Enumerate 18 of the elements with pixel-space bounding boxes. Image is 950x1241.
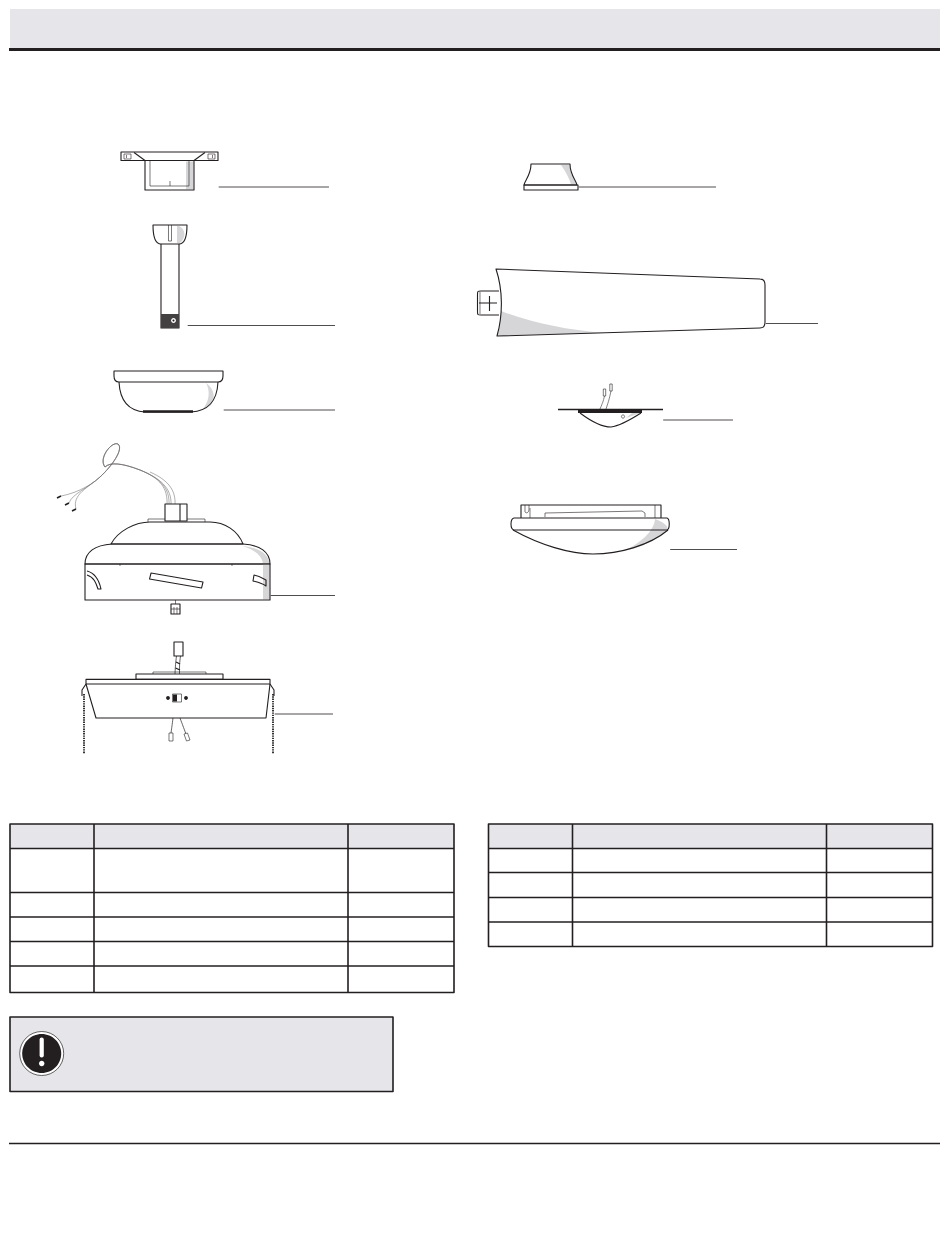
fan-blade: [476, 268, 766, 337]
motor-housing: [56, 443, 271, 615]
mounting-bracket: [120, 151, 219, 191]
coupling-cover: [523, 163, 579, 191]
leader-line: [223, 409, 336, 411]
leader-line: [218, 186, 330, 188]
leader-line: [187, 325, 336, 326]
leader-line: [662, 419, 734, 421]
leader-line: [765, 323, 819, 324]
leader-line: [578, 186, 717, 188]
leader-line: [270, 595, 336, 596]
switch-housing: [81, 641, 275, 755]
downrod: [152, 224, 188, 329]
light-kit-plate: [557, 383, 664, 428]
leader-line: [274, 713, 334, 715]
glass-bowl: [510, 504, 670, 555]
leader-line: [669, 549, 738, 550]
canopy: [113, 370, 224, 413]
